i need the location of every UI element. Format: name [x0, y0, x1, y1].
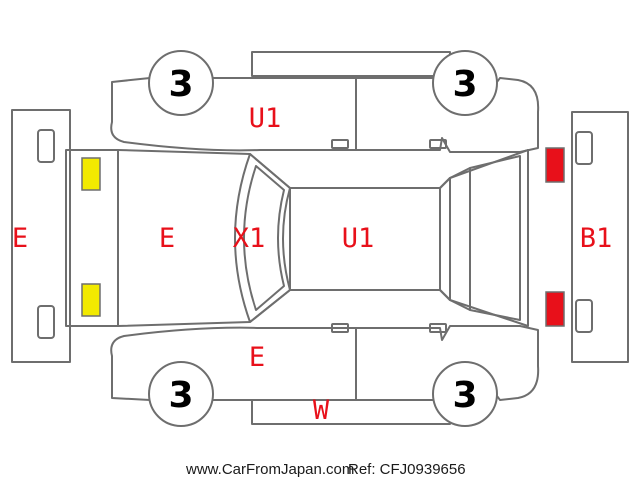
mark-windshield: X1 [233, 223, 266, 254]
front-lamp-top [81, 157, 101, 191]
right-side-rocker [251, 399, 451, 425]
tire-front-left [148, 50, 214, 116]
tire-front-right [148, 361, 214, 427]
top-view-body [65, 149, 529, 327]
mark-rear-bumper: B1 [580, 223, 613, 254]
front-bumper-panel [11, 109, 71, 363]
mark-front-bumper: E [12, 223, 28, 254]
tire-front-right-grade: 3 [168, 375, 193, 416]
footer-ref: Ref: CFJ0939656 [348, 461, 466, 478]
mark-hood: E [159, 223, 175, 254]
tire-rear-right-grade: 3 [452, 375, 477, 416]
mark-roof: U1 [342, 223, 375, 254]
rear-lamp-top [545, 147, 565, 183]
footer-site: www.CarFromJapan.com [185, 461, 354, 478]
rear-lamp-bottom [545, 291, 565, 327]
tire-rear-left-grade: 3 [452, 64, 477, 105]
tire-rear-right [432, 361, 498, 427]
rear-bumper-panel [571, 111, 629, 363]
left-side-roof-rail [251, 51, 451, 77]
front-lamp-bottom [81, 283, 101, 317]
mark-right-side-front: E [249, 342, 265, 373]
windshield [234, 153, 291, 323]
mark-left-side: U1 [249, 103, 282, 134]
tire-front-left-grade: 3 [168, 64, 193, 105]
tire-rear-left [432, 50, 498, 116]
mark-right-side-rocker: W [313, 395, 330, 426]
